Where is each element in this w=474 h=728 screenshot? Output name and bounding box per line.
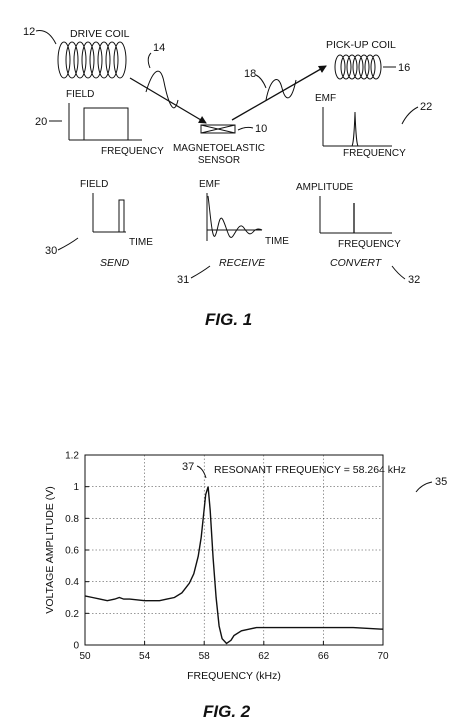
plot-22-leader (401, 106, 419, 125)
chart-annotation: RESONANT FREQUENCY = 58.264 kHz (214, 464, 406, 476)
outgoing-wave-leader (255, 74, 267, 89)
incoming-wave: 14 (129, 42, 207, 124)
drive-coil: DRIVE COIL 12 (23, 26, 130, 79)
pickup-coil-label: PICK-UP COIL (326, 39, 396, 51)
fig2: 50 54 58 62 66 70 0 0.2 0.4 0.6 0.8 1 1.2 FREQUENCY … (44, 451, 447, 722)
plot-22-xlabel: FREQUENCY (343, 148, 406, 159)
plot-20: FIELD FREQUENCY 20 (35, 89, 164, 157)
magnetoelastic-sensor: MAGNETOELASTIC SENSOR 10 (173, 123, 267, 166)
y-tick-label: 0.4 (65, 577, 79, 588)
outgoing-arrow (231, 65, 327, 121)
plot-20-ref: 20 (35, 116, 47, 128)
plot-22-ylabel: EMF (315, 93, 336, 104)
chart-ylabel: VOLTAGE AMPLITUDE (V) (44, 486, 56, 613)
plot-31-ringdown (207, 195, 263, 238)
chart-ticks: 50 54 58 62 66 70 0 0.2 0.4 0.6 0.8 1 1.2 (65, 451, 389, 663)
drive-coil-ref: 12 (23, 26, 35, 38)
y-tick-label: 1 (73, 482, 79, 493)
plot-31: EMF TIME RECEIVE 31 (177, 179, 289, 286)
incoming-wave-leader (147, 52, 152, 69)
x-tick-label: 70 (377, 651, 389, 662)
drive-coil-leader (35, 30, 57, 45)
plot-32-ref: 32 (408, 274, 420, 286)
plot-20-ylabel: FIELD (66, 89, 94, 100)
peak-ref: 37 (182, 461, 194, 473)
sensor-label-line2: SENSOR (198, 155, 240, 166)
chart-xlabel: FREQUENCY (kHz) (187, 670, 281, 682)
pickup-coil-icon (334, 54, 382, 80)
plot-30-pulse (118, 199, 125, 233)
x-tick-label: 62 (258, 651, 270, 662)
x-tick-label: 58 (199, 651, 211, 662)
plot-31-leader (190, 265, 211, 279)
plot-32-caption: CONVERT (330, 257, 383, 269)
plot-30-ref: 30 (45, 245, 57, 257)
incoming-wave-icon (145, 70, 179, 109)
fig1: DRIVE COIL 12 14 (23, 26, 432, 329)
plot-30-ylabel: FIELD (80, 179, 108, 190)
pickup-coil: PICK-UP COIL 16 (326, 39, 410, 80)
resonance-chart: 50 54 58 62 66 70 0 0.2 0.4 0.6 0.8 1 1.2 (65, 451, 389, 663)
plot-32-leader (391, 265, 406, 280)
plot-30-caption: SEND (100, 257, 130, 269)
outgoing-wave-icon (265, 78, 297, 101)
plot-30: FIELD TIME SEND 30 (45, 179, 153, 269)
fig2-leader (415, 481, 433, 493)
x-tick-label: 66 (318, 651, 330, 662)
series-line (84, 486, 384, 645)
plot-20-band (83, 107, 129, 141)
sensor-ref: 10 (255, 123, 267, 135)
sensor-leader (237, 126, 254, 131)
y-tick-label: 0.8 (65, 514, 79, 525)
drive-coil-icon (57, 41, 127, 79)
plot-22-peak (335, 111, 390, 147)
plot-30-xlabel: TIME (129, 237, 153, 248)
plot-30-leader (57, 237, 79, 251)
plot-20-xlabel: FREQUENCY (101, 146, 164, 157)
plot-31-ylabel: EMF (199, 179, 220, 190)
y-tick-label: 1.2 (65, 451, 79, 462)
x-tick-label: 50 (79, 651, 91, 662)
fig2-ref: 35 (435, 476, 447, 488)
fig1-title: FIG. 1 (205, 310, 252, 329)
plot-31-xlabel: TIME (265, 236, 289, 247)
outgoing-wave: 18 (231, 65, 327, 121)
plot-22-ref: 22 (420, 101, 432, 113)
plot-31-caption: RECEIVE (219, 257, 266, 269)
sensor-strip-icon (200, 124, 236, 134)
sensor-label-line1: MAGNETOELASTIC (173, 143, 265, 154)
chart-grid (85, 455, 383, 645)
incoming-wave-ref: 14 (153, 42, 165, 54)
incoming-arrow (129, 77, 207, 124)
plot-32-xlabel: FREQUENCY (338, 239, 401, 250)
y-tick-label: 0.2 (65, 609, 79, 620)
pickup-coil-ref: 16 (398, 62, 410, 74)
plot-32-ylabel: AMPLITUDE (296, 182, 354, 193)
plot-31-ref: 31 (177, 274, 189, 286)
fig2-title: FIG. 2 (203, 702, 251, 721)
peak-leader (196, 465, 207, 479)
drive-coil-label: DRIVE COIL (70, 28, 130, 40)
x-tick-label: 54 (139, 651, 151, 662)
plot-22: EMF FREQUENCY 22 (315, 93, 432, 159)
y-tick-label: 0 (73, 641, 79, 652)
plot-32: AMPLITUDE FREQUENCY CONVERT 32 (296, 182, 420, 286)
outgoing-wave-ref: 18 (244, 68, 256, 80)
y-tick-label: 0.6 (65, 546, 79, 557)
